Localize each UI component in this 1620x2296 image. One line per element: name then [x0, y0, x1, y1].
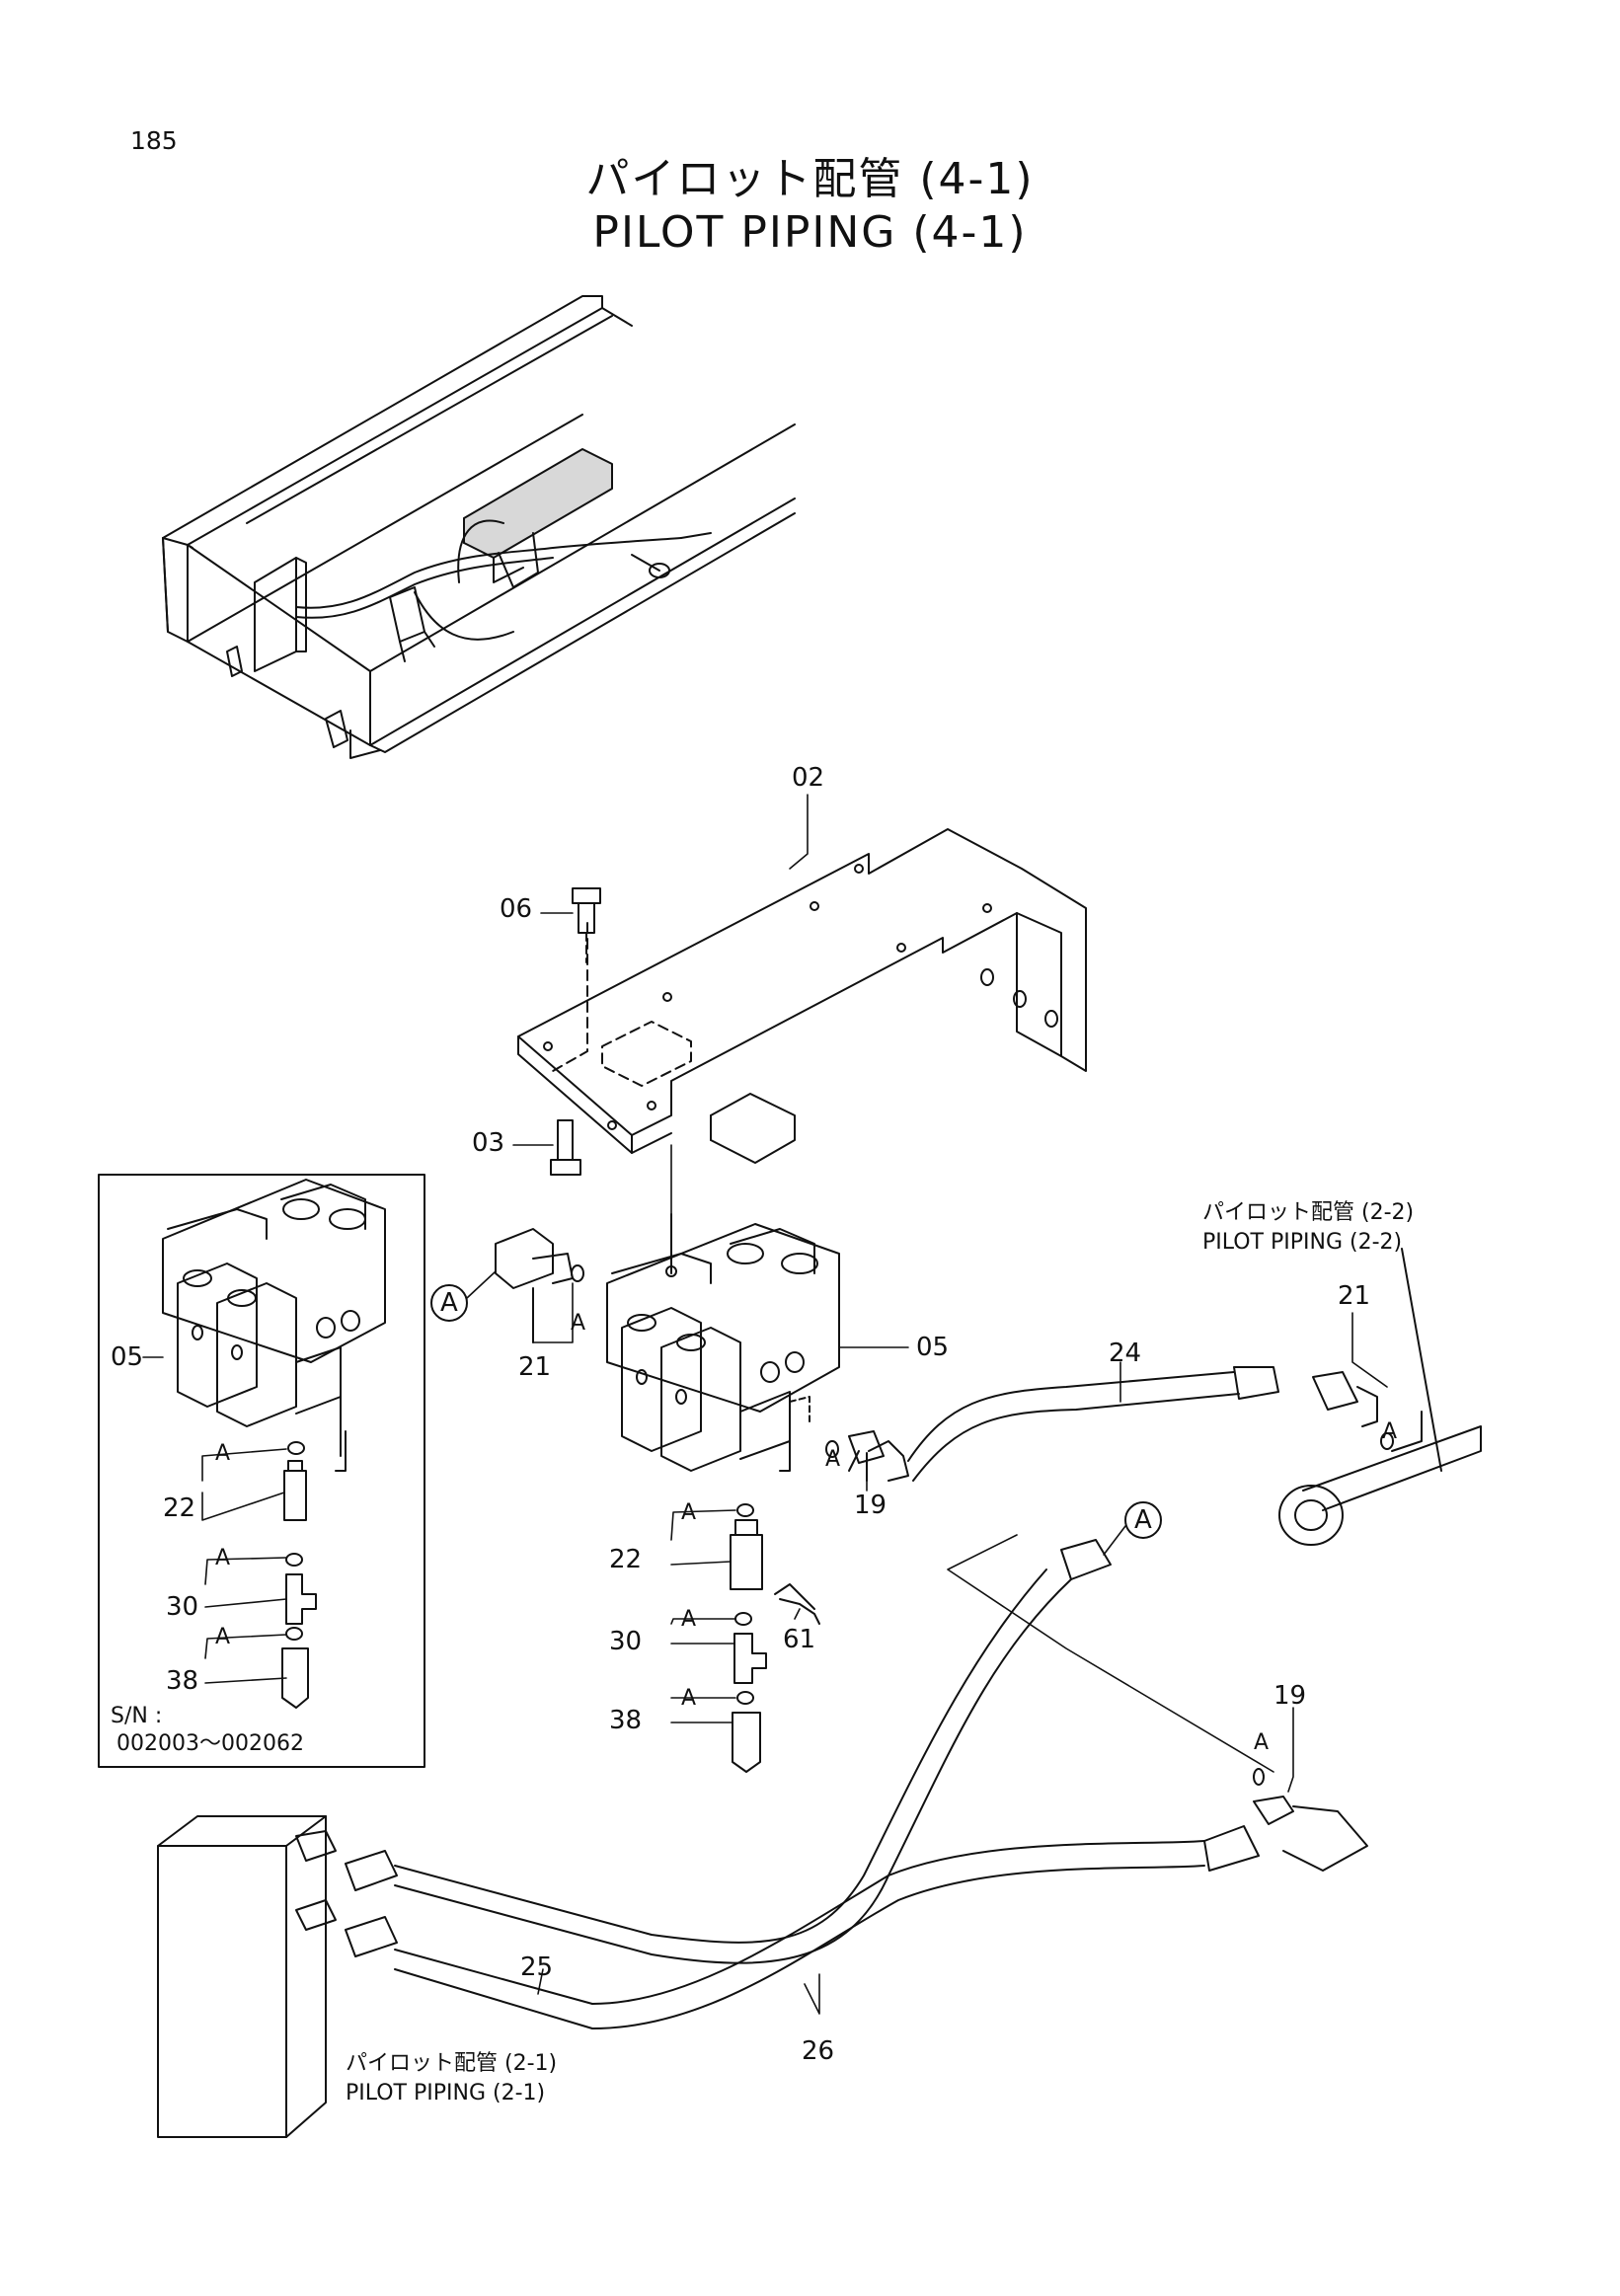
connection-marker-circle-left — [430, 1284, 468, 1322]
seal-marker-a: A — [681, 1686, 697, 1711]
callout-part-05-inset: 05 — [111, 1342, 144, 1372]
seal-marker-a: A — [1254, 1730, 1270, 1755]
callout-part-06: 06 — [500, 894, 533, 924]
connection-marker-right-label: A — [1134, 1505, 1152, 1535]
seal-marker-a: A — [215, 1546, 231, 1570]
solenoid-valve-assembly-05 — [606, 1213, 840, 1472]
connection-marker-circle-right — [1124, 1501, 1162, 1539]
page-number: 185 — [130, 126, 178, 155]
reference-pilot-2-2-japanese: パイロット配管 (2-2) — [1202, 1200, 1415, 1225]
elbow-fitting-21-right — [1312, 1371, 1394, 1450]
seal-marker-a: A — [681, 1607, 697, 1632]
seal-marker-a: A — [571, 1311, 586, 1336]
callout-part-21-center: 21 — [518, 1352, 552, 1382]
reference-block-2-1 — [157, 1815, 337, 2138]
page-title-english: PILOT PIPING (4-1) — [592, 207, 1028, 258]
connection-marker-left-label: A — [440, 1288, 458, 1318]
hoses-25-26 — [345, 1539, 1368, 2029]
seal-marker-a: A — [215, 1441, 231, 1466]
reference-pipe-2-2 — [1278, 1248, 1482, 1546]
seal-marker-a: A — [215, 1625, 231, 1649]
callout-part-02: 02 — [792, 763, 825, 793]
upper-frame-assembly — [162, 295, 796, 759]
serial-number-label: S/N : — [111, 1704, 163, 1728]
callout-part-03: 03 — [472, 1128, 505, 1158]
callout-part-19-center: 19 — [854, 1491, 887, 1520]
seal-marker-a: A — [681, 1500, 697, 1525]
callout-part-19-right: 19 — [1273, 1681, 1307, 1711]
mounting-bracket-02 — [517, 828, 1087, 1164]
bolt-06 — [572, 887, 601, 963]
center-fittings — [730, 1411, 820, 1773]
callout-part-24: 24 — [1109, 1339, 1142, 1368]
serial-number-range: 002003～002062 — [116, 1731, 304, 1756]
callout-part-21-right: 21 — [1338, 1281, 1371, 1311]
leader-lines — [142, 794, 1388, 2015]
bolt-03 — [550, 1119, 581, 1176]
seal-marker-a: A — [825, 1447, 841, 1472]
reference-pilot-2-1-japanese: パイロット配管 (2-1) — [346, 2051, 558, 2076]
callout-part-38-inset: 38 — [166, 1666, 199, 1696]
callout-part-61: 61 — [783, 1625, 816, 1654]
serial-variant-inset-box — [98, 1174, 425, 1768]
reference-pilot-2-1-english: PILOT PIPING (2-1) — [346, 2081, 546, 2105]
callout-part-38-center: 38 — [609, 1706, 643, 1735]
hose-24 — [868, 1366, 1279, 1482]
page-title-japanese: パイロット配管 (4-1) — [585, 154, 1035, 204]
callout-part-05-center: 05 — [916, 1333, 950, 1362]
callout-part-22-inset: 22 — [163, 1493, 196, 1523]
callout-part-25: 25 — [520, 1952, 554, 1982]
callout-part-26: 26 — [802, 2036, 835, 2066]
seal-marker-a: A — [1382, 1419, 1398, 1444]
callout-part-30-center: 30 — [609, 1627, 643, 1656]
callout-part-30-inset: 30 — [166, 1592, 199, 1622]
elbow-fitting-21-center — [495, 1228, 584, 1343]
callout-part-22-center: 22 — [609, 1545, 643, 1574]
fitting-19-center — [825, 1430, 885, 1482]
inset-solenoid-valve — [162, 1179, 386, 1427]
inset-fittings — [281, 1371, 347, 1709]
reference-pilot-2-2-english: PILOT PIPING (2-2) — [1202, 1230, 1403, 1255]
